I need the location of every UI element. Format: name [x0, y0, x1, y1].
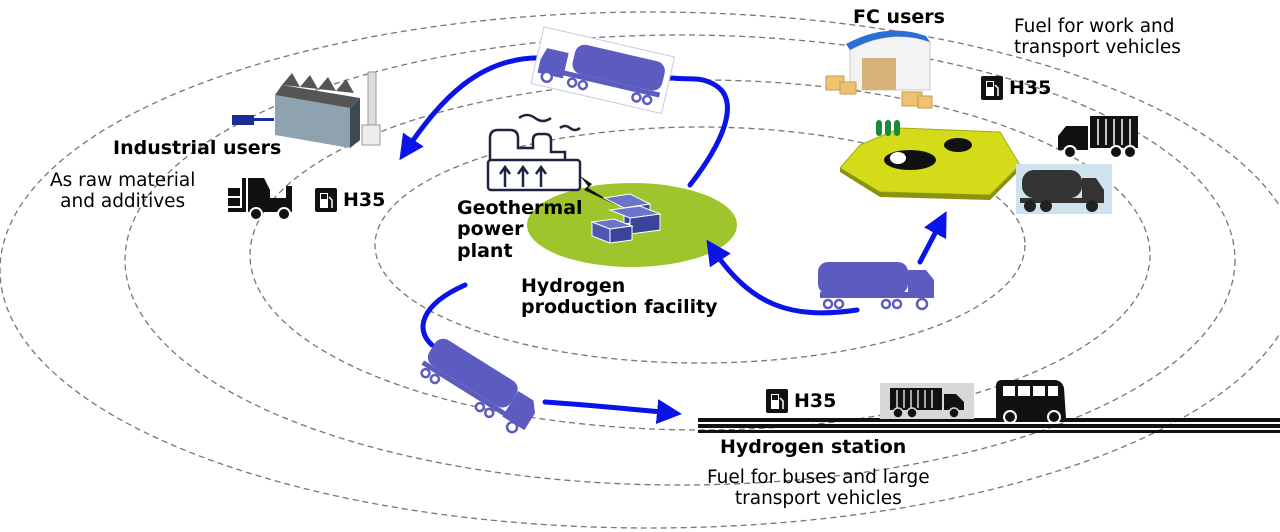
ring-3: [124, 34, 1236, 486]
lightning-bolt-icon: [580, 176, 618, 206]
industrial-subtitle-line-1: As raw material: [50, 170, 196, 191]
arrow-from-facility-up: [669, 75, 730, 188]
arrow-to-industrial: [399, 55, 548, 161]
flow-arrows: [399, 55, 947, 425]
fuel-pump-icon: [766, 389, 788, 413]
forklift-icon: [228, 178, 292, 221]
container-truck-icon: [880, 383, 974, 419]
road: [698, 418, 1280, 433]
industrial-fuel-badge: H35: [315, 188, 385, 212]
tanker-truck-icon: [1016, 164, 1112, 214]
arrow-to-station: [542, 399, 682, 425]
fc-users-subtitle: Fuel for work and transport vehicles: [1014, 16, 1181, 58]
bus-icon: [996, 380, 1066, 424]
fc-fuel-badge-text: H35: [1009, 77, 1052, 99]
tanker-truck-bottom: [420, 338, 535, 434]
arrow-into-facility: [706, 239, 860, 316]
fc-subtitle-line-1: Fuel for work and: [1014, 16, 1175, 37]
power-plant-label-line-2: power: [457, 218, 524, 241]
industrial-users-subtitle: As raw material and additives: [50, 170, 196, 212]
power-plant-label-line-1: Geothermal: [457, 197, 583, 219]
ring-4: [0, 11, 1280, 529]
facility-label-line-2: production facility: [521, 296, 718, 319]
station-fuel-badge-text: H35: [794, 390, 837, 412]
station-fuel-badge: H35: [766, 389, 836, 413]
station-subtitle-line-2: transport vehicles: [734, 487, 902, 509]
fuel-pump-icon: [315, 188, 337, 212]
fc-subtitle-line-2: transport vehicles: [1014, 36, 1181, 58]
fc-fuel-badge: H35: [981, 76, 1051, 100]
farm-icon: [839, 120, 1021, 200]
hydrogen-station-title: Hydrogen station: [720, 436, 907, 458]
facility-label-line-1: Hydrogen: [521, 275, 626, 297]
arrow-to-farm: [917, 211, 947, 265]
industrial-users-title: Industrial users: [113, 137, 282, 159]
facility-label: Hydrogen production facility: [521, 275, 718, 319]
hydrogen-facility-icon: [590, 193, 662, 244]
ring-1: [374, 126, 1026, 364]
tanker-truck-right: [818, 262, 934, 311]
industrial-fuel-badge-text: H35: [343, 189, 386, 211]
power-plant-label-line-3: plant: [457, 239, 513, 262]
fuel-pump-icon: [981, 76, 1003, 100]
industrial-subtitle-line-2: and additives: [60, 190, 186, 212]
arrow-facility-down: [420, 282, 468, 348]
geothermal-plant-icon: [486, 113, 582, 192]
cargo-truck-icon: [1058, 116, 1138, 159]
station-subtitle-line-1: Fuel for buses and large: [707, 467, 930, 488]
tanker-truck-top: [530, 26, 676, 115]
fc-users-title: FC users: [853, 6, 945, 28]
warehouse-icon: [825, 30, 933, 109]
hydrogen-station-subtitle: Fuel for buses and large transport vehic…: [707, 467, 930, 509]
power-plant-label: Geothermal power plant: [457, 197, 583, 262]
factory-icon: [232, 71, 381, 148]
